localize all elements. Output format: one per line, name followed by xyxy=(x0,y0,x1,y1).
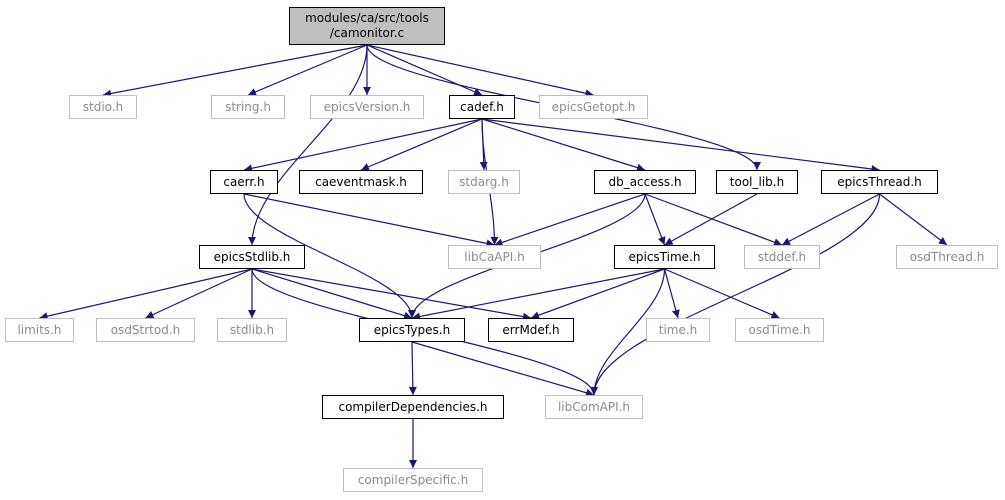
edge-root-to-string xyxy=(247,44,368,96)
node-compilerspecific-h[interactable]: compilerSpecific.h xyxy=(343,468,483,492)
edge-epicsTypes-to-libComAPI xyxy=(411,341,595,397)
edge-epicsTime-to-epicsTypes xyxy=(411,268,665,321)
edge-epicsTime-to-libComAPI xyxy=(590,268,666,396)
node-errmdef-h[interactable]: errMdef.h xyxy=(488,318,574,342)
edge-epicsThread-to-stddef xyxy=(781,193,880,246)
edge-caerr-to-libCaAPI xyxy=(243,193,495,248)
edge-epicsStdlib-to-osdStrtod xyxy=(145,268,253,319)
root-file-name: /camonitor.c xyxy=(329,26,405,40)
edge-db_access-to-epicsTime xyxy=(644,193,666,246)
edge-epicsTime-to-errMdef xyxy=(530,268,665,319)
edge-caerr-to-epicsTypes xyxy=(243,193,416,319)
edge-cadef-to-caerr xyxy=(243,118,483,173)
node-epicsstdlib-h[interactable]: epicsStdlib.h xyxy=(199,245,305,269)
edge-epicsTime-to-time xyxy=(663,268,680,319)
node-osdtime-h[interactable]: osdTime.h xyxy=(735,318,824,342)
node-string-h[interactable]: string.h xyxy=(211,95,285,119)
edge-tool_lib-to-epicsTime xyxy=(664,193,758,246)
edge-db_access-to-libCaAPI xyxy=(494,193,646,247)
node-tool-lib-h[interactable]: tool_lib.h xyxy=(716,170,798,194)
edge-epicsThread-to-osdThread xyxy=(879,193,948,246)
edge-cadef-to-epicsThread xyxy=(481,118,880,173)
edge-root-to-cadef xyxy=(366,44,483,96)
node-epicsversion-h[interactable]: epicsVersion.h xyxy=(310,95,424,119)
edge-epicsTypes-to-compilerDependencies xyxy=(408,341,417,396)
node-compilerdependencies-h[interactable]: compilerDependencies.h xyxy=(322,395,504,419)
node-stdio-h[interactable]: stdio.h xyxy=(69,95,137,119)
edge-epicsThread-to-libComAPI xyxy=(590,193,881,396)
node-caerr-h[interactable]: caerr.h xyxy=(210,170,278,194)
root-file-path: modules/ca/src/tools xyxy=(305,11,429,25)
edge-root-to-stdio xyxy=(102,44,368,98)
edge-epicsTime-to-osdTime xyxy=(664,268,780,319)
edge-db_access-to-stddef xyxy=(644,193,783,246)
node-epicstypes-h[interactable]: epicsTypes.h xyxy=(359,318,465,342)
edge-cadef-to-db_access xyxy=(481,118,646,172)
node-epicsthread-h[interactable]: epicsThread.h xyxy=(821,170,938,194)
edge-cadef-to-caeventmask xyxy=(360,118,483,171)
node-caeventmask-h[interactable]: caeventmask.h xyxy=(299,170,423,194)
node-db-access-h[interactable]: db_access.h xyxy=(594,170,696,194)
edge-epicsStdlib-to-errMdef xyxy=(251,268,532,321)
node-stdlib-h[interactable]: stdlib.h xyxy=(217,318,287,342)
edge-root-to-epicsStdlib xyxy=(248,44,368,246)
node-stddef-h[interactable]: stddef.h xyxy=(744,245,820,269)
node-libcomapi-h[interactable]: libComAPI.h xyxy=(545,395,643,419)
node-osdstrtod-h[interactable]: osdStrtod.h xyxy=(96,318,195,342)
node-cadef-h[interactable]: cadef.h xyxy=(449,95,515,119)
edge-epicsStdlib-to-limits xyxy=(39,268,253,321)
node-epicstime-h[interactable]: epicsTime.h xyxy=(614,245,715,269)
node-epicsgetopt-h[interactable]: epicsGetopt.h xyxy=(539,95,648,119)
edge-epicsStdlib-to-epicsTypes xyxy=(251,268,413,320)
node-time-h[interactable]: time.h xyxy=(646,318,710,342)
node-limits-h[interactable]: limits.h xyxy=(5,318,74,342)
edge-root-to-epicsGetopt xyxy=(366,44,594,98)
root-file-node[interactable]: modules/ca/src/tools /camonitor.c xyxy=(289,7,445,45)
node-osdthread-h[interactable]: osdThread.h xyxy=(896,245,998,269)
node-libcaapi-h[interactable]: libCaAPI.h xyxy=(448,245,541,269)
node-stdarg-h[interactable]: stdarg.h xyxy=(448,170,520,194)
